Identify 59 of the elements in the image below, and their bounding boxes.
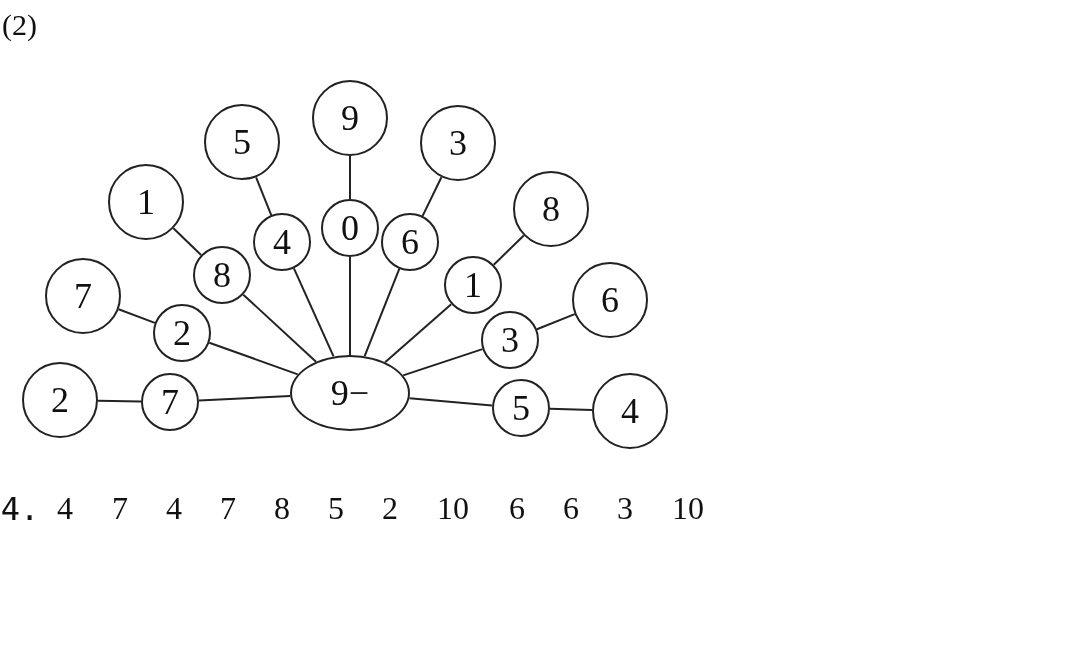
answer-number: 10 [437,490,469,527]
number-circle [381,213,439,271]
number-text: 7 [161,381,179,423]
answer-number: 3 [617,490,633,527]
connector-line [535,313,576,331]
answer-number: 4 [57,490,73,527]
number-text: 8 [213,254,231,296]
answer-number: 6 [563,490,579,527]
number-text: 5 [512,387,530,429]
number-text: 2 [51,379,69,421]
number-text: 4 [273,221,291,263]
number-text: 1 [464,264,482,306]
connector-line [349,155,351,200]
number-circle [492,379,550,437]
number-text: 6 [401,221,419,263]
number-text: 3 [449,122,467,164]
number-text: 3 [501,319,519,361]
connector-line [255,176,273,217]
connector-line [408,397,494,407]
number-circle [193,246,251,304]
heading: (2) [2,8,37,42]
number-text: 4 [621,390,639,432]
answer-number: 7 [220,490,236,527]
number-text: 9 [341,97,359,139]
answer-number: 6 [509,490,525,527]
number-text: 8 [542,188,560,230]
connector-line [172,227,203,256]
number-circle [141,373,199,431]
number-text: 5 [233,121,251,163]
number-text: 9− [330,372,370,414]
number-text: 0 [341,207,359,249]
number-circle [481,311,539,369]
item-number: 4. [0,490,40,528]
connector-line [197,395,292,402]
connector-line [384,303,453,364]
number-circle [153,304,211,362]
number-text: 7 [74,275,92,317]
connector-line [492,234,525,266]
number-circle [253,213,311,271]
connector-line [549,407,593,411]
connector-line [242,293,317,363]
number-text: 6 [601,279,619,321]
connector-line [208,341,299,376]
number-circle [321,199,379,257]
connector-line [292,267,335,358]
connector-line [363,267,401,358]
connector-line [97,399,142,403]
answer-number: 7 [112,490,128,527]
answer-number: 8 [274,490,290,527]
answer-number: 5 [328,490,344,527]
answer-number: 10 [672,490,704,527]
connector-line [421,176,443,217]
connector-line [117,308,156,324]
answer-number: 4 [166,490,182,527]
number-text: 1 [137,181,155,223]
number-text: 2 [173,312,191,354]
number-circle [444,256,502,314]
answer-number: 2 [382,490,398,527]
connector-line [349,256,351,356]
